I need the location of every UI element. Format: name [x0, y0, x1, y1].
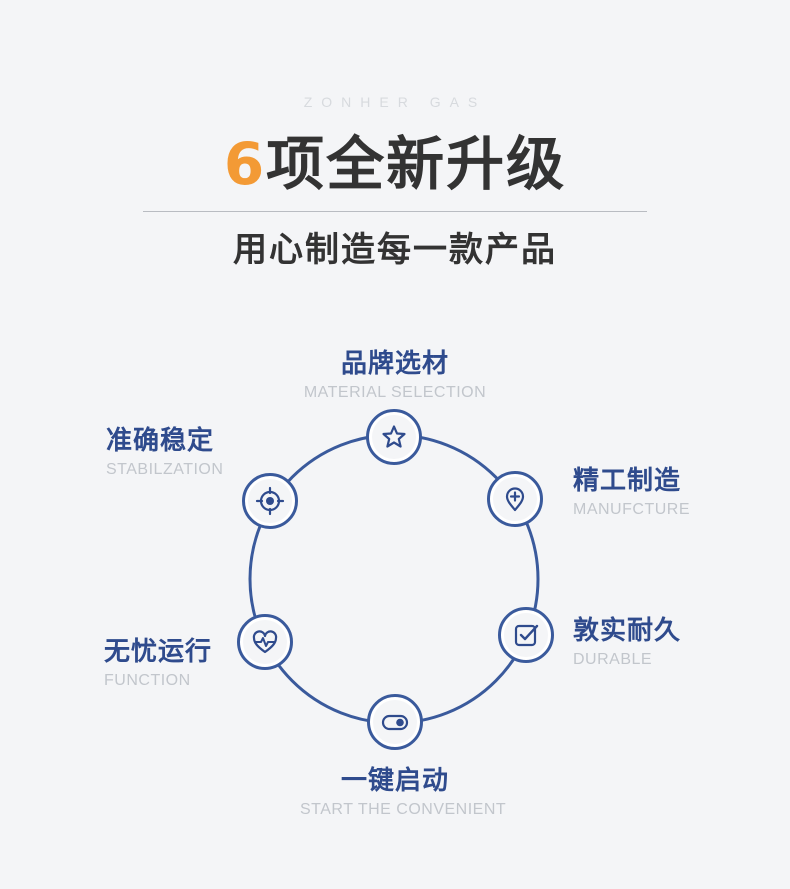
- heartbeat-icon: [252, 630, 278, 654]
- headline-number: 6: [223, 130, 267, 198]
- star-icon: [382, 425, 406, 448]
- feature-title: 准确稳定: [106, 426, 215, 456]
- toggle-switch-icon: [381, 714, 409, 731]
- feature-title: 精工制造: [573, 466, 682, 496]
- checkbox-icon: [514, 624, 539, 647]
- feature-label-material: 品牌选材 MATERIAL SELECTION: [300, 348, 490, 404]
- subtitle: 用心制造每一款产品: [233, 230, 557, 270]
- feature-node-manufacture: [487, 471, 543, 527]
- location-pin-plus-icon: [505, 487, 525, 512]
- feature-subtitle: DURABLE: [573, 651, 653, 668]
- target-icon: [255, 486, 285, 516]
- feature-node-durable: [498, 607, 554, 663]
- feature-node-function: [237, 614, 293, 670]
- feature-subtitle: STABILZATION: [106, 461, 224, 478]
- feature-label-start: 一键启动 START THE CONVENIENT: [300, 765, 507, 821]
- divider: [143, 211, 647, 212]
- feature-title: 品牌选材: [340, 349, 449, 379]
- feature-label-durable: 敦实耐久 DURABLE: [573, 615, 681, 671]
- feature-label-stabilization: 准确稳定 STABILZATION: [106, 425, 223, 481]
- feature-node-stabilization: [242, 473, 298, 529]
- feature-node-material: [366, 409, 422, 465]
- feature-node-start: [367, 694, 423, 750]
- brand-watermark: ZONHER GAS: [303, 94, 487, 110]
- feature-subtitle: MATERIAL SELECTION: [303, 384, 487, 401]
- feature-title: 一键启动: [340, 766, 449, 796]
- feature-label-manufacture: 精工制造 MANUFCTURE: [573, 465, 690, 521]
- feature-subtitle: START THE CONVENIENT: [300, 801, 507, 818]
- headline-text: 项全新升级: [266, 130, 567, 198]
- feature-title: 无忧运行: [104, 637, 213, 667]
- feature-title: 敦实耐久: [573, 616, 682, 646]
- feature-subtitle: FUNCTION: [104, 672, 191, 689]
- feature-subtitle: MANUFCTURE: [573, 501, 690, 518]
- feature-label-function: 无忧运行 FUNCTION: [104, 636, 212, 692]
- headline: 6项全新升级: [0, 128, 790, 200]
